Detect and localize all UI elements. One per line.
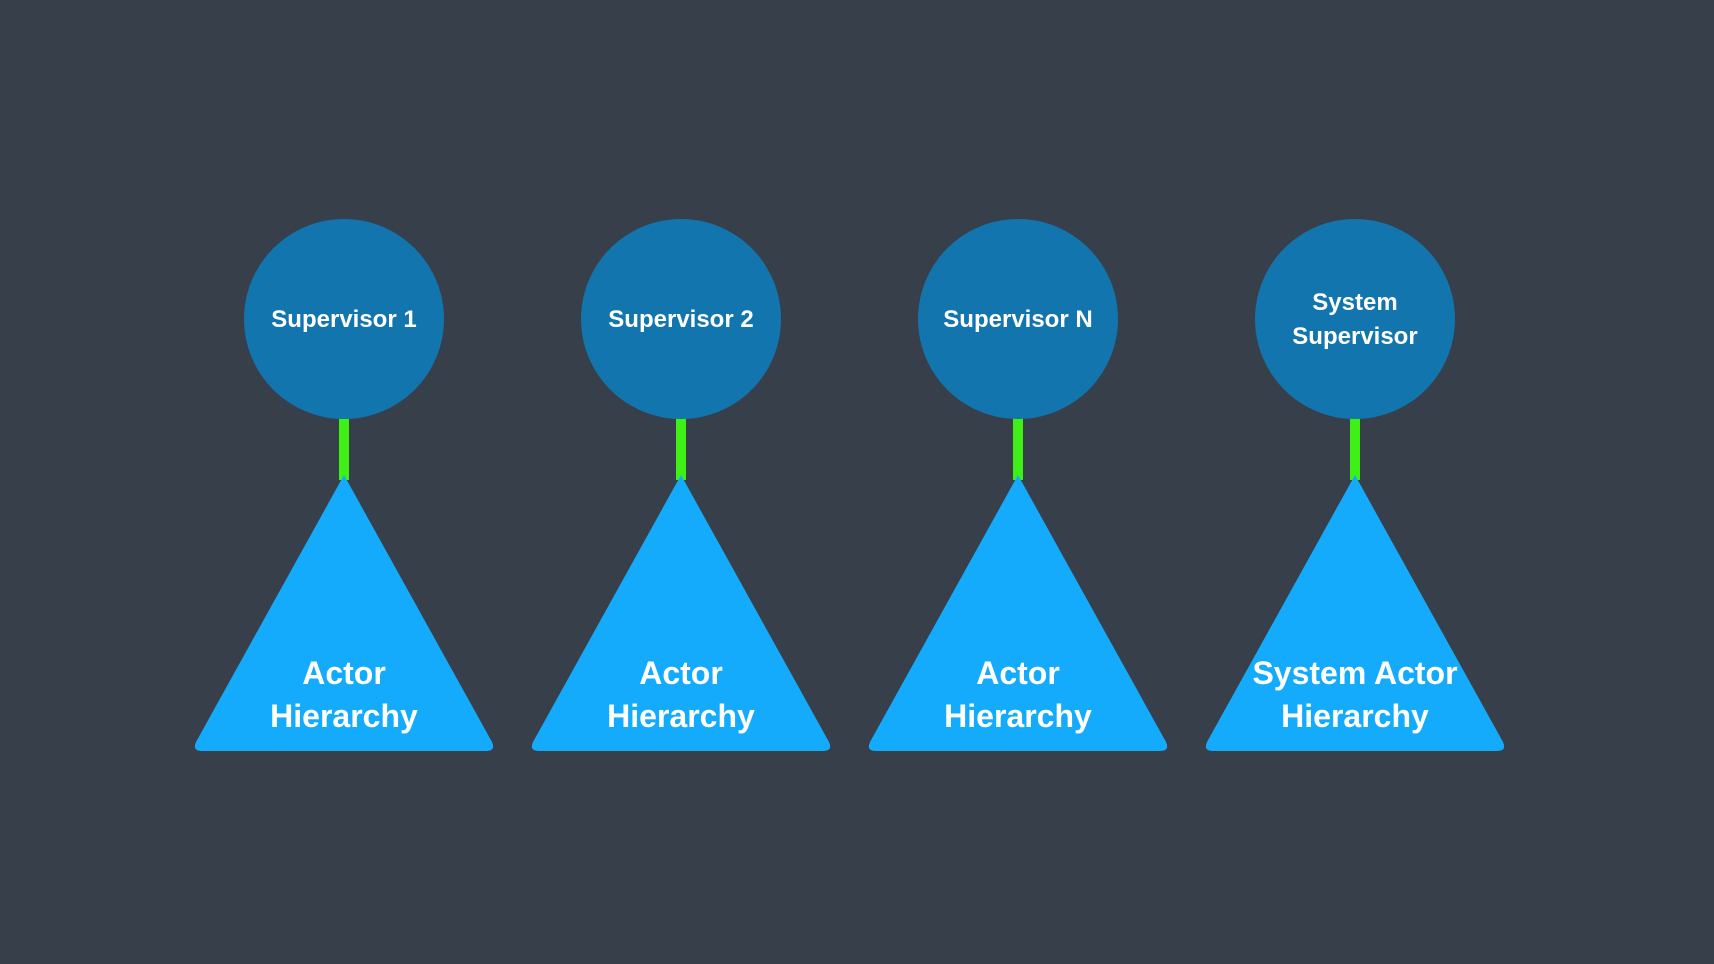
connector-line — [339, 415, 349, 480]
supervisor-circle — [1255, 219, 1455, 419]
hierarchy-label: Actor Hierarchy — [944, 655, 1092, 734]
supervisor-circle — [918, 219, 1118, 419]
hierarchy-triangle — [1205, 475, 1505, 751]
hierarchy-label: System Actor Hierarchy — [1252, 655, 1458, 734]
hierarchy-triangle — [868, 475, 1168, 751]
node-shapes — [868, 219, 1168, 751]
node-shapes — [194, 219, 494, 751]
hierarchy-triangle — [194, 475, 494, 751]
node-shapes — [1205, 219, 1505, 751]
node-supervisor-n: Supervisor N Actor Hierarchy — [868, 0, 1168, 964]
supervisor-label: Supervisor 1 — [271, 306, 417, 333]
node-supervisor-1: Supervisor 1 Actor Hierarchy — [194, 0, 494, 964]
node-shapes — [531, 219, 831, 751]
connector-line — [676, 415, 686, 480]
hierarchy-label: Actor Hierarchy — [270, 655, 418, 734]
supervisor-label: System Supervisor — [1292, 289, 1418, 350]
supervisor-circle — [581, 219, 781, 419]
node-system-supervisor: System Supervisor System Actor Hierarchy — [1205, 0, 1505, 964]
supervisor-circle — [244, 219, 444, 419]
hierarchy-triangle — [531, 475, 831, 751]
connector-line — [1350, 415, 1360, 480]
hierarchy-label: Actor Hierarchy — [607, 655, 755, 734]
supervisor-label: Supervisor 2 — [608, 306, 754, 333]
supervisor-label: Supervisor N — [943, 306, 1093, 333]
node-supervisor-2: Supervisor 2 Actor Hierarchy — [531, 0, 831, 964]
connector-line — [1013, 415, 1023, 480]
